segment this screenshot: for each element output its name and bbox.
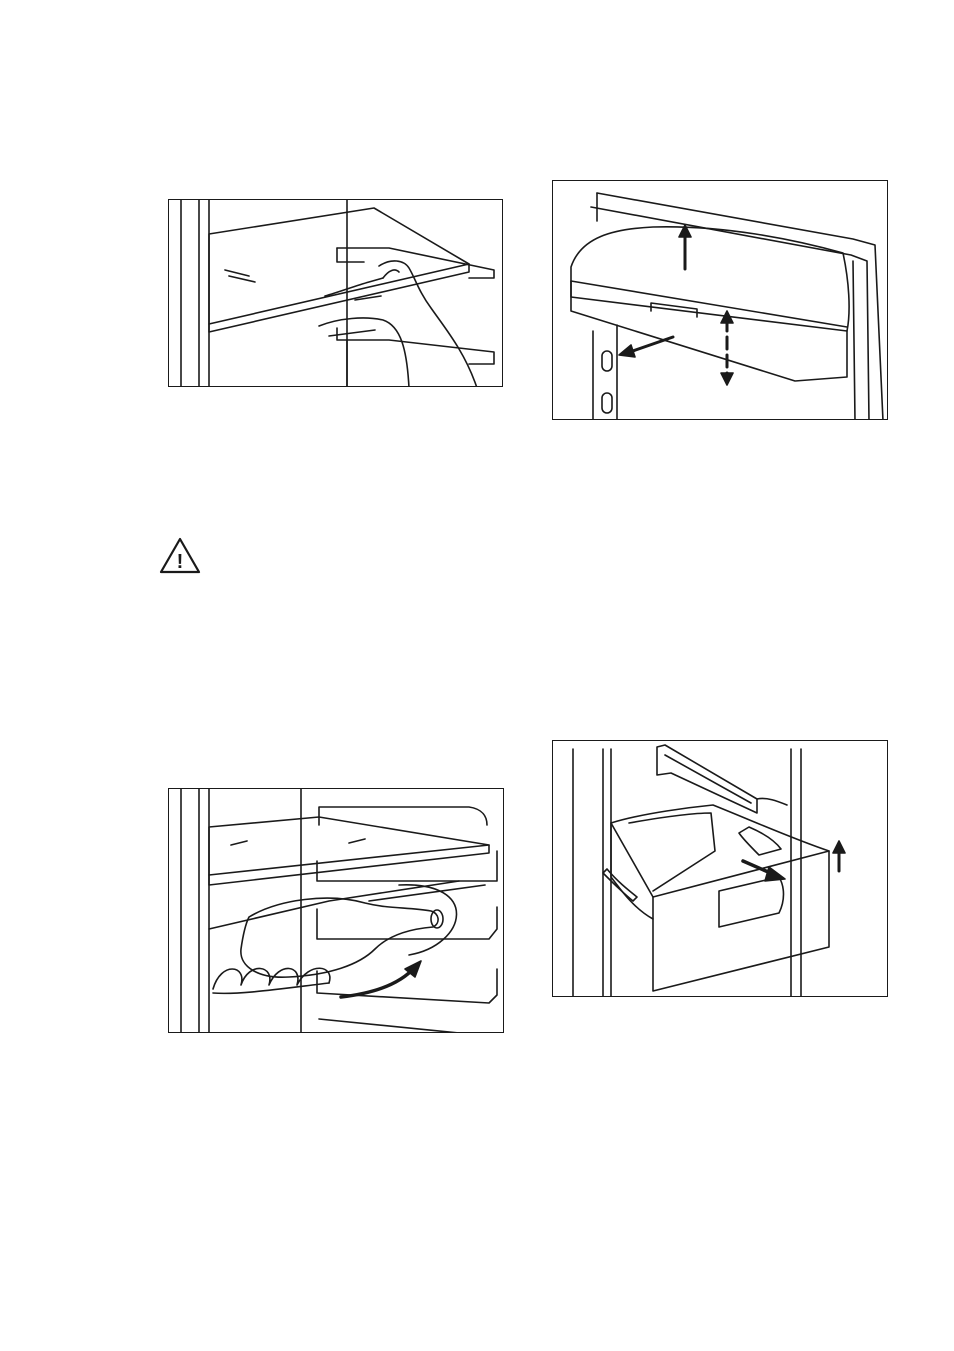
door-bin-removal-figure xyxy=(552,180,888,420)
crisper-drawer-removal-illustration xyxy=(553,741,888,997)
warning-triangle-shape: ! xyxy=(158,536,202,576)
bottle-rack-illustration xyxy=(169,789,504,1033)
shelf-removal-figure xyxy=(168,199,503,387)
glass-shelf-removal-illustration xyxy=(169,200,503,387)
door-balcony-removal-illustration xyxy=(553,181,888,420)
drawer-removal-figure xyxy=(552,740,888,997)
warning-triangle-icon: ! xyxy=(158,536,202,576)
warning-symbol: ! xyxy=(177,551,184,573)
bottle-rack-figure xyxy=(168,788,504,1033)
